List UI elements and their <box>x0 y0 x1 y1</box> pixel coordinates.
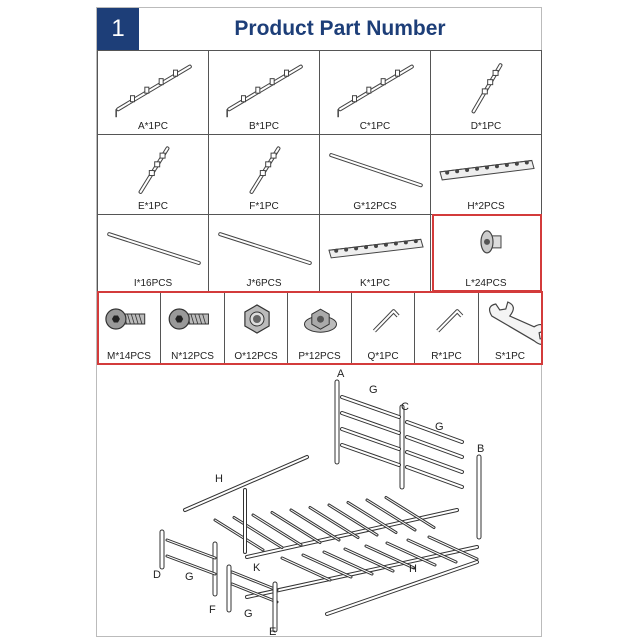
callout-label: G <box>435 421 444 433</box>
part-cell-a: A*1PC <box>97 50 209 135</box>
part-label: O*12PCS <box>234 351 278 362</box>
part-label: L*24PCS <box>465 278 507 289</box>
part-label: Q*1PC <box>367 351 399 362</box>
slat-rail-icon <box>439 159 535 181</box>
bolt-icon <box>168 308 209 330</box>
short-post-icon <box>249 146 281 194</box>
step-number-badge: 1 <box>97 8 139 50</box>
part-cell-d: D*1PC <box>430 50 542 135</box>
part-label: N*12PCS <box>171 351 214 362</box>
bar-icon <box>218 232 312 265</box>
callout-label: A <box>337 368 345 380</box>
part-label: R*1PC <box>431 351 462 362</box>
long-rail-icon <box>115 64 192 118</box>
instruction-sheet: 1 Product Part Number A*1PC B*1PC C*1PC D*1… <box>96 7 543 637</box>
part-label: B*1PC <box>248 121 279 132</box>
callout-label: H <box>215 473 223 485</box>
part-label: M*14PCS <box>107 351 151 362</box>
bar-icon <box>329 153 423 188</box>
part-cell-e: E*1PC <box>97 134 209 215</box>
part-label: F*1PC <box>249 201 279 212</box>
highlight-box-l <box>432 214 542 292</box>
long-rail-icon <box>226 64 303 118</box>
bolt-icon <box>105 308 146 330</box>
part-label: G*12PCS <box>353 201 397 212</box>
part-cell-g: G*12PCS <box>319 134 431 215</box>
part-cell-c: C*1PC <box>319 50 431 135</box>
callout-label: H <box>409 563 417 575</box>
wrench-icon <box>488 301 543 345</box>
part-label: C*1PC <box>359 121 391 132</box>
assembly-diagram: A G C G B H H D G K F G E <box>153 368 484 636</box>
part-cell-k: K*1PC <box>319 214 431 292</box>
part-label: H*2PCS <box>467 201 505 212</box>
callout-label: E <box>269 626 276 636</box>
callout-label: B <box>477 443 484 455</box>
part-label: I*16PCS <box>133 278 173 289</box>
step-header: 1 Product Part Number <box>97 8 541 50</box>
part-cell-m: M*14PCS <box>97 291 161 365</box>
callout-label: K <box>253 562 261 574</box>
part-label: J*6PCS <box>246 278 282 289</box>
part-label: S*1PC <box>494 351 525 362</box>
callout-label: G <box>369 384 378 396</box>
flat-bolt-icon <box>480 230 502 254</box>
part-cell-i: I*16PCS <box>97 214 209 292</box>
part-cell-o: O*12PCS <box>224 291 288 365</box>
part-label: P*12PCS <box>298 351 341 362</box>
part-cell-f: F*1PC <box>208 134 320 215</box>
part-label: A*1PC <box>137 121 168 132</box>
part-label: K*1PC <box>359 278 390 289</box>
page-title: Product Part Number <box>234 17 446 40</box>
part-cell-j: J*6PCS <box>208 214 320 292</box>
slat-rail-icon <box>328 238 424 259</box>
callout-label: G <box>244 608 253 620</box>
callout-label: G <box>185 571 194 583</box>
nut-icon <box>244 304 270 334</box>
allen-key-icon <box>372 309 400 333</box>
part-cell-s: S*1PC <box>478 291 543 365</box>
part-label: D*1PC <box>470 121 502 132</box>
long-rail-icon <box>337 64 414 118</box>
highlight-box-hardware <box>97 291 543 365</box>
callout-label: F <box>209 604 216 616</box>
bar-icon <box>107 232 201 265</box>
part-cell-n: N*12PCS <box>160 291 225 365</box>
part-label: E*1PC <box>137 201 168 212</box>
callout-label: D <box>153 569 161 581</box>
flange-nut-icon <box>304 308 337 333</box>
part-cell-h: H*2PCS <box>430 134 542 215</box>
part-cell-b: B*1PC <box>208 50 320 135</box>
short-post-icon <box>471 63 503 114</box>
callout-label: C <box>401 401 409 413</box>
allen-key-icon <box>436 309 464 333</box>
short-post-icon <box>138 146 170 194</box>
